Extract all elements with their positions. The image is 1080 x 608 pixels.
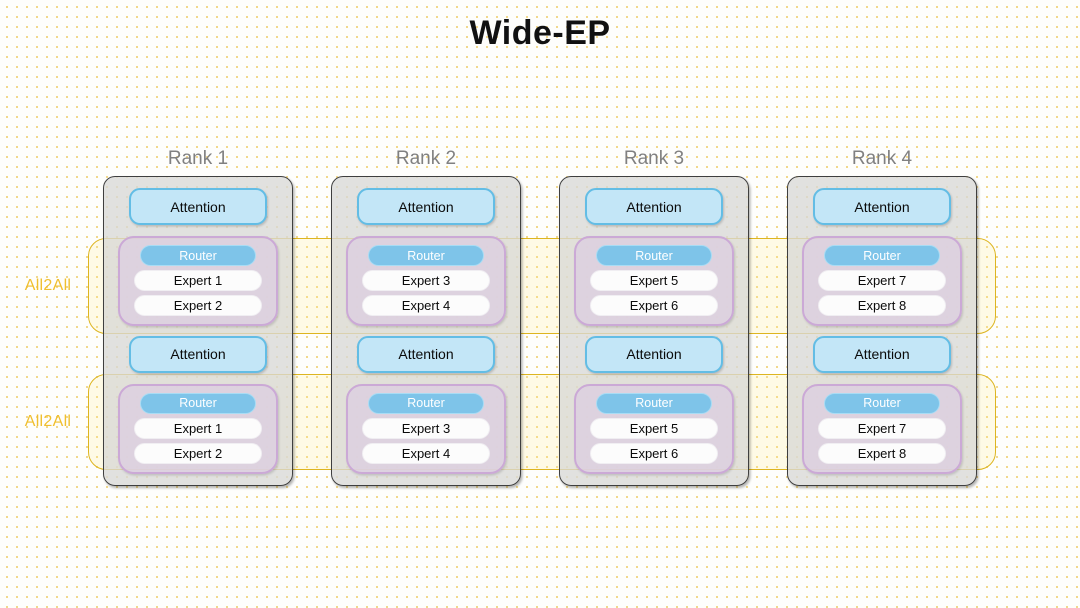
attention-block[interactable]: Attention	[813, 188, 951, 226]
attention-block[interactable]: Attention	[585, 188, 723, 226]
moe-block: Router Expert 1 Expert 2	[118, 383, 278, 474]
expert-pill[interactable]: Expert 3	[362, 270, 490, 292]
router-pill[interactable]: Router	[368, 245, 484, 267]
expert-pill[interactable]: Expert 1	[134, 270, 262, 292]
attention-block[interactable]: Attention	[357, 188, 495, 226]
expert-pill[interactable]: Expert 7	[818, 270, 946, 292]
router-pill[interactable]: Router	[140, 245, 256, 267]
moe-block: Router Expert 3 Expert 4	[346, 383, 506, 474]
router-pill[interactable]: Router	[596, 245, 712, 267]
expert-pill[interactable]: Expert 4	[362, 442, 490, 464]
moe-block: Router Expert 7 Expert 8	[802, 383, 962, 474]
layer-gap	[342, 326, 510, 335]
layer-gap	[114, 326, 282, 335]
rank-box-3: Attention Router Expert 5 Expert 6 Atten…	[559, 176, 749, 486]
attention-block[interactable]: Attention	[129, 188, 267, 226]
expert-pill[interactable]: Expert 7	[818, 417, 946, 439]
moe-block: Router Expert 5 Expert 6	[574, 383, 734, 474]
expert-pill[interactable]: Expert 8	[818, 295, 946, 317]
router-pill[interactable]: Router	[824, 392, 940, 414]
rank-box-1: Attention Router Expert 1 Expert 2 Atten…	[103, 176, 293, 486]
router-pill[interactable]: Router	[824, 245, 940, 267]
all2all-label-2: All2All	[24, 413, 72, 430]
attention-block[interactable]: Attention	[357, 335, 495, 373]
all2all-label-1: All2All	[24, 277, 72, 294]
attention-block[interactable]: Attention	[585, 335, 723, 373]
moe-block: Router Expert 1 Expert 2	[118, 236, 278, 327]
rank-title-3: Rank 3	[623, 148, 685, 169]
rank-box-4: Attention Router Expert 7 Expert 8 Atten…	[787, 176, 977, 486]
expert-pill[interactable]: Expert 8	[818, 442, 946, 464]
layer-gap	[570, 326, 738, 335]
page-title: Wide-EP	[469, 14, 611, 52]
rank-title-1: Rank 1	[167, 148, 229, 169]
expert-pill[interactable]: Expert 5	[590, 270, 718, 292]
layer-gap	[798, 326, 966, 335]
moe-block: Router Expert 5 Expert 6	[574, 236, 734, 327]
expert-pill[interactable]: Expert 3	[362, 417, 490, 439]
expert-pill[interactable]: Expert 6	[590, 442, 718, 464]
expert-pill[interactable]: Expert 2	[134, 442, 262, 464]
router-pill[interactable]: Router	[596, 392, 712, 414]
moe-block: Router Expert 7 Expert 8	[802, 236, 962, 327]
rank-title-2: Rank 2	[395, 148, 457, 169]
expert-pill[interactable]: Expert 5	[590, 417, 718, 439]
rank-box-2: Attention Router Expert 3 Expert 4 Atten…	[331, 176, 521, 486]
router-pill[interactable]: Router	[140, 392, 256, 414]
attention-block[interactable]: Attention	[129, 335, 267, 373]
expert-pill[interactable]: Expert 1	[134, 417, 262, 439]
expert-pill[interactable]: Expert 2	[134, 295, 262, 317]
expert-pill[interactable]: Expert 6	[590, 295, 718, 317]
router-pill[interactable]: Router	[368, 392, 484, 414]
rank-title-4: Rank 4	[851, 148, 913, 169]
attention-block[interactable]: Attention	[813, 335, 951, 373]
expert-pill[interactable]: Expert 4	[362, 295, 490, 317]
moe-block: Router Expert 3 Expert 4	[346, 236, 506, 327]
